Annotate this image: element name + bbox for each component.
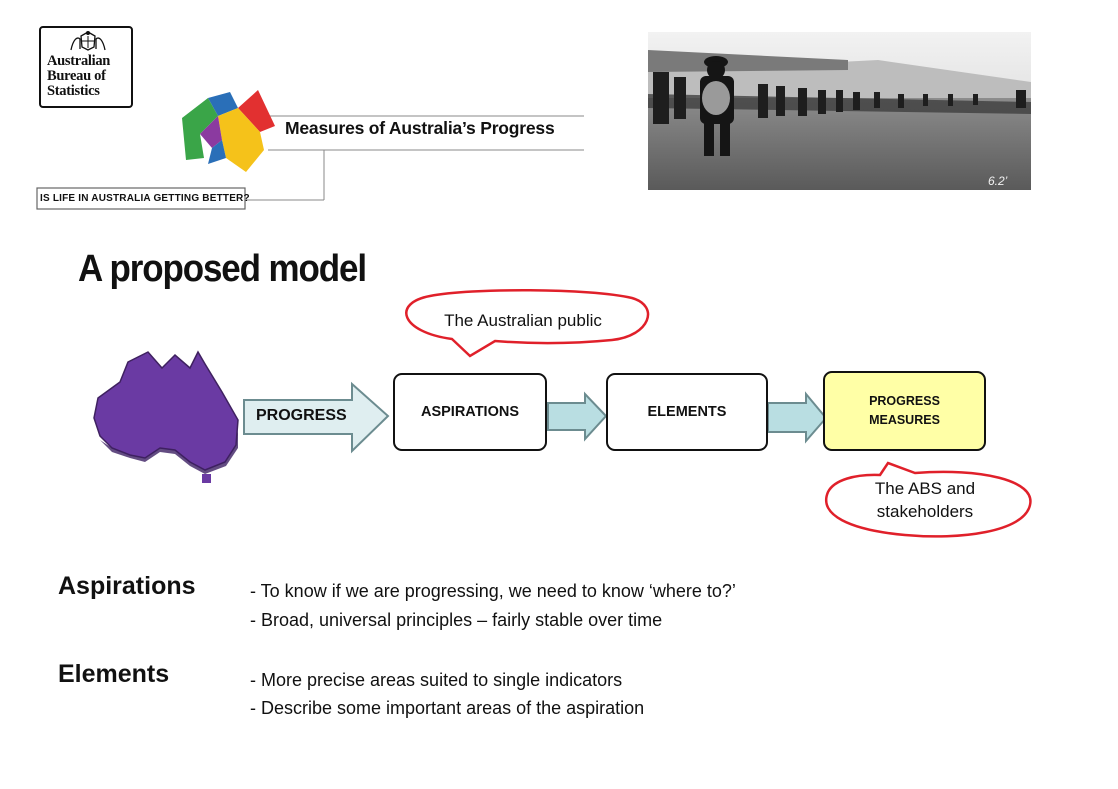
photo-mark: 6.2’ <box>988 174 1008 188</box>
aspirations-point: - Broad, universal principles – fairly s… <box>250 610 663 630</box>
map-logo-frame <box>36 115 584 210</box>
node-measures-line: MEASURES <box>869 413 940 427</box>
abs-logo-line: Statistics <box>47 83 100 99</box>
callout-public-text: The Australian public <box>444 311 602 330</box>
node-aspirations-label: ASPIRATIONS <box>420 404 520 420</box>
abs-logo: Australian Bureau of Statistics <box>39 26 133 108</box>
callout-public-bubble <box>405 288 650 358</box>
node-aspirations: ASPIRATIONS <box>393 373 547 451</box>
historic-crowd-photo <box>648 32 1031 190</box>
callout-abs-line: The ABS and <box>874 479 976 498</box>
node-measures-line: PROGRESS <box>869 394 940 408</box>
node-elements: ELEMENTS <box>606 373 768 451</box>
map-logo-icon <box>182 90 275 172</box>
callout-abs-line: stakeholders <box>876 502 974 521</box>
node-progress-measures: PROGRESS MEASURES <box>823 371 986 451</box>
arrow-aspirations-to-elements <box>547 391 608 442</box>
elements-point: - Describe some important areas of the a… <box>250 698 645 718</box>
abs-logo-line: Australian <box>47 53 111 69</box>
map-logo-title: Measures of Australia’s Progress <box>285 118 555 138</box>
arrow-elements-to-measures <box>767 391 828 444</box>
abs-logo-line: Bureau of <box>47 68 106 84</box>
aspirations-point: - To know if we are progressing, we need… <box>250 581 736 601</box>
callout-abs-bubble <box>825 461 1032 538</box>
coat-of-arms-icon <box>70 31 106 51</box>
progress-arrow-label: PROGRESS <box>256 407 347 424</box>
slide-title: A proposed model <box>78 248 367 290</box>
australia-map-icon <box>93 350 239 483</box>
elements-heading: Elements <box>58 660 170 688</box>
aspirations-heading: Aspirations <box>58 572 196 600</box>
elements-point: - More precise areas suited to single in… <box>250 670 623 690</box>
map-logo-tagline: IS LIFE IN AUSTRALIA GETTING BETTER? <box>40 193 250 204</box>
node-elements-label: ELEMENTS <box>647 404 727 420</box>
progress-arrow <box>243 381 390 454</box>
callout-abs-text: The ABS and stakeholders <box>832 477 1018 523</box>
